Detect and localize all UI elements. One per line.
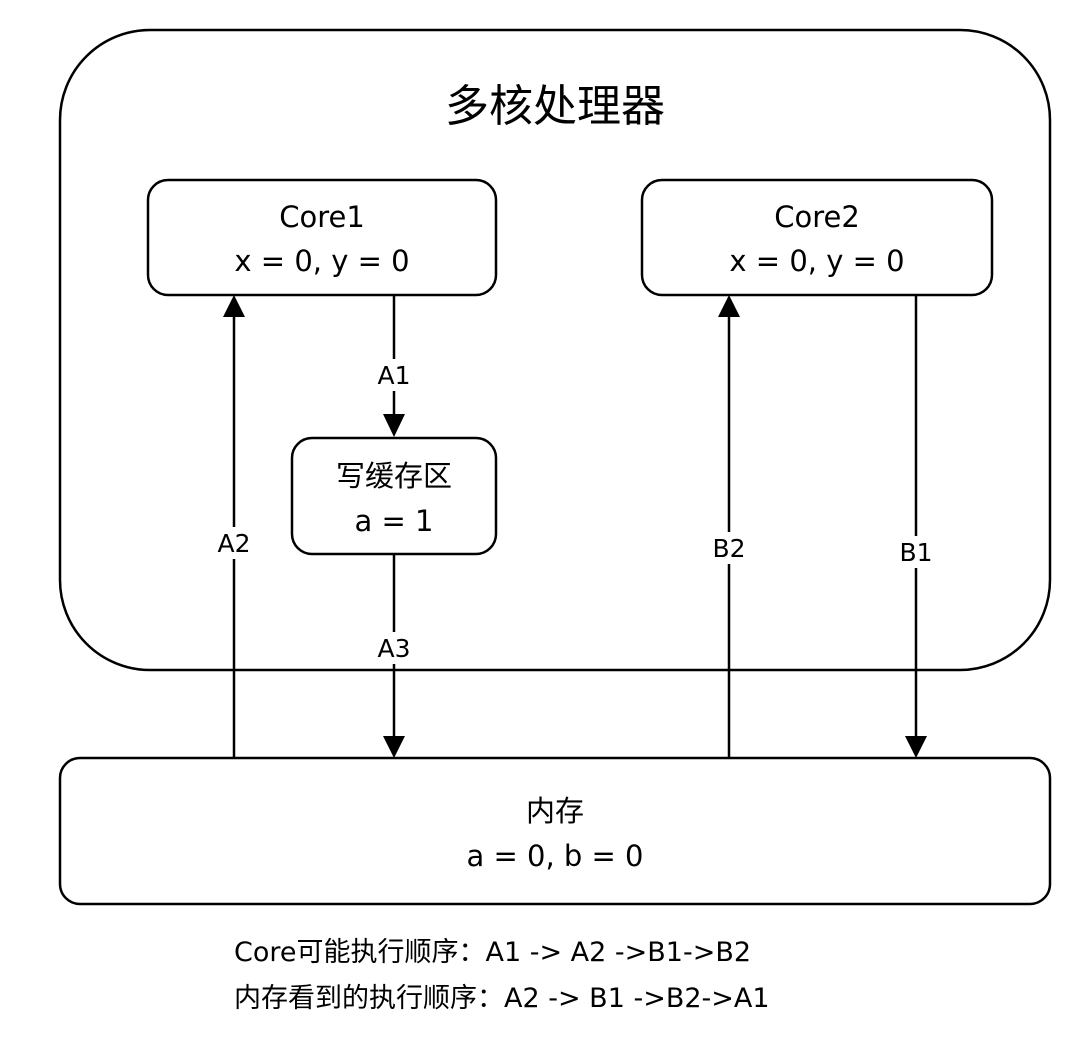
core1-name: Core1 [279,200,365,234]
write-buffer-state: a = 1 [355,504,434,538]
core2-state: x = 0, y = 0 [729,244,904,278]
memory-box: 内存 a = 0, b = 0 [58,756,1052,906]
write-buffer-box: 写缓存区 a = 1 [290,436,498,556]
arrow-a1-label: A1 [377,361,410,390]
arrow-a2-label: A2 [217,529,250,558]
memory-state: a = 0, b = 0 [467,839,644,873]
arrow-a3: A3 [376,554,412,758]
memory-name: 内存 [526,794,584,828]
core1-state: x = 0, y = 0 [234,244,409,278]
arrow-a2: A2 [215,295,253,758]
core2-box: Core2 x = 0, y = 0 [640,178,994,297]
core2-name: Core2 [774,200,860,234]
arrow-b1: B1 [897,295,935,758]
arrow-b2-label: B2 [712,534,745,563]
core1-box: Core1 x = 0, y = 0 [146,178,498,297]
memory-execution-order-note: 内存看到的执行顺序：A2 -> B1 ->B2->A1 [234,983,770,1014]
write-buffer-name: 写缓存区 [336,459,452,493]
arrow-b1-label: B1 [899,538,932,567]
processor-title: 多核处理器 [445,81,665,132]
arrow-a1: A1 [377,295,412,437]
arrow-a3-label: A3 [377,634,410,663]
core-execution-order-note: Core可能执行顺序：A1 -> A2 ->B1->B2 [234,937,752,968]
arrow-b2: B2 [710,295,748,758]
